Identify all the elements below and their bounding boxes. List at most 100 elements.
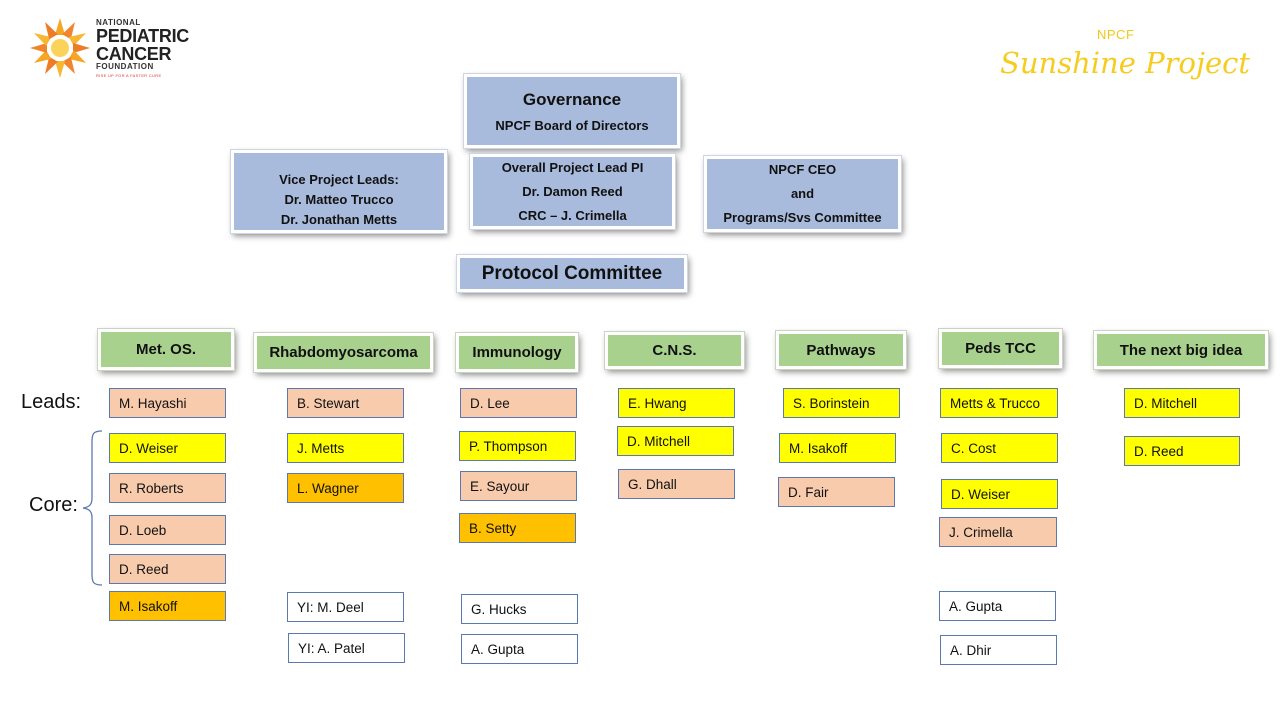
category-label: C.N.S. <box>652 342 697 359</box>
vice-line-3: Dr. Jonathan Metts <box>280 211 398 227</box>
person-name: E. Sayour <box>470 478 530 494</box>
person-name: M. Isakoff <box>789 440 848 456</box>
vice-line-2: Dr. Matteo Trucco <box>284 191 394 207</box>
ceo-line-1: NPCF CEO <box>768 162 837 177</box>
person-name: B. Setty <box>469 520 517 536</box>
category-label: The next big idea <box>1119 341 1243 359</box>
person-box: D. Loeb <box>109 515 226 545</box>
person-name: Metts & Trucco <box>950 395 1041 411</box>
category-label: Peds TCC <box>965 340 1036 357</box>
person-box: E. Sayour <box>460 471 577 501</box>
person-name: S. Borinstein <box>793 395 870 411</box>
person-box: YI: M. Deel <box>287 592 404 622</box>
category-peds-tcc: Peds TCC <box>939 329 1062 368</box>
person-box: S. Borinstein <box>783 388 900 418</box>
logo-line-national: NATIONAL <box>96 18 141 27</box>
person-box: D. Fair <box>778 477 895 507</box>
person-name: J. Metts <box>297 440 345 456</box>
person-name: A. Gupta <box>949 598 1003 614</box>
category-rhabdomyosarcoma: Rhabdomyosarcoma <box>254 333 433 372</box>
person-box: D. Reed <box>1124 436 1240 466</box>
person-name: M. Hayashi <box>119 395 187 411</box>
overall-line-2: Dr. Damon Reed <box>522 183 623 199</box>
logo-line-cancer: CANCER <box>96 44 172 64</box>
vice-line-1: Vice Project Leads: <box>279 171 399 187</box>
governance-title: Governance <box>522 89 622 109</box>
person-name: J. Crimella <box>949 524 1013 540</box>
person-name: D. Loeb <box>119 522 167 538</box>
person-name: D. Reed <box>1134 443 1184 459</box>
ceo-box: NPCF CEO and Programs/Svs Committee <box>704 156 901 232</box>
category-label: Immunology <box>472 344 562 361</box>
person-box: M. Isakoff <box>779 433 896 463</box>
category-label: Rhabdomyosarcoma <box>269 344 418 361</box>
protocol-committee-title: Protocol Committee <box>481 262 663 284</box>
governance-subtitle: NPCF Board of Directors <box>495 117 649 133</box>
category-cns: C.N.S. <box>605 332 744 369</box>
sun-logo-icon <box>30 18 90 78</box>
logo-line-foundation: FOUNDATION <box>96 62 154 71</box>
person-name: A. Dhir <box>950 642 992 658</box>
person-name: L. Wagner <box>297 480 359 496</box>
person-name: M. Isakoff <box>119 598 178 614</box>
person-name: YI: A. Patel <box>298 640 365 656</box>
person-name: D. Weiser <box>951 486 1011 502</box>
person-box: P. Thompson <box>459 431 576 461</box>
person-box: J. Metts <box>287 433 404 463</box>
vice-project-leads-box: Vice Project Leads: Dr. Matteo Trucco Dr… <box>231 150 447 233</box>
person-box: D. Mitchell <box>1124 388 1240 418</box>
ceo-line-3: Programs/Svs Committee <box>723 210 882 225</box>
person-box: A. Gupta <box>461 634 578 664</box>
person-name: D. Reed <box>119 561 169 577</box>
person-box: E. Hwang <box>618 388 735 418</box>
core-bracket <box>82 430 103 586</box>
person-box: D. Mitchell <box>617 426 734 456</box>
person-name: D. Mitchell <box>1134 395 1198 411</box>
ceo-line-2: and <box>790 186 815 201</box>
overall-project-lead-box: Overall Project Lead PI Dr. Damon Reed C… <box>470 154 675 229</box>
person-name: D. Fair <box>788 484 829 500</box>
person-box: YI: A. Patel <box>288 633 405 663</box>
person-name: D. Mitchell <box>627 433 691 449</box>
person-name: YI: M. Deel <box>297 599 364 615</box>
overall-line-3: CRC – J. Crimella <box>518 207 627 223</box>
logo-tagline: RISE UP FOR A FASTER CURE <box>96 73 162 78</box>
person-box: C. Cost <box>941 433 1058 463</box>
core-label: Core: <box>29 494 78 516</box>
person-box: B. Setty <box>459 513 576 543</box>
person-box: A. Dhir <box>940 635 1057 665</box>
person-name: C. Cost <box>951 440 997 456</box>
person-box: L. Wagner <box>287 473 404 503</box>
person-box: D. Weiser <box>941 479 1058 509</box>
person-name: D. Weiser <box>119 440 179 456</box>
logo-line-pediatric: PEDIATRIC <box>96 26 189 46</box>
person-name: P. Thompson <box>469 438 548 454</box>
person-name: G. Dhall <box>628 476 677 492</box>
person-box: M. Isakoff <box>109 591 226 621</box>
category-label: Pathways <box>806 341 876 359</box>
person-name: E. Hwang <box>628 395 687 411</box>
npcf-logo-text: NATIONAL PEDIATRIC CANCER FOUNDATION RIS… <box>96 19 189 78</box>
category-met-os: Met. OS. <box>98 329 234 370</box>
person-name: A. Gupta <box>471 641 525 657</box>
overall-line-1: Overall Project Lead PI <box>501 159 644 175</box>
person-name: G. Hucks <box>471 601 527 617</box>
category-pathways: Pathways <box>776 331 906 369</box>
person-box: G. Hucks <box>461 594 578 624</box>
governance-box: Governance NPCF Board of Directors <box>464 74 680 148</box>
person-box: G. Dhall <box>618 469 735 499</box>
leads-label: Leads: <box>21 391 82 413</box>
person-box: Metts & Trucco <box>940 388 1058 418</box>
person-name: R. Roberts <box>119 480 184 496</box>
person-box: B. Stewart <box>287 388 404 418</box>
person-name: B. Stewart <box>297 395 360 411</box>
person-box: D. Lee <box>460 388 577 418</box>
category-label: Met. OS. <box>135 341 196 358</box>
person-box: D. Reed <box>109 554 226 584</box>
protocol-committee-box: Protocol Committee <box>457 255 687 292</box>
npcf-brand-label: NPCF <box>1097 27 1135 42</box>
person-box: J. Crimella <box>939 517 1057 547</box>
person-box: A. Gupta <box>939 591 1056 621</box>
person-box: R. Roberts <box>109 473 226 503</box>
sunshine-project-logo: Sunshine Project <box>1000 46 1250 80</box>
